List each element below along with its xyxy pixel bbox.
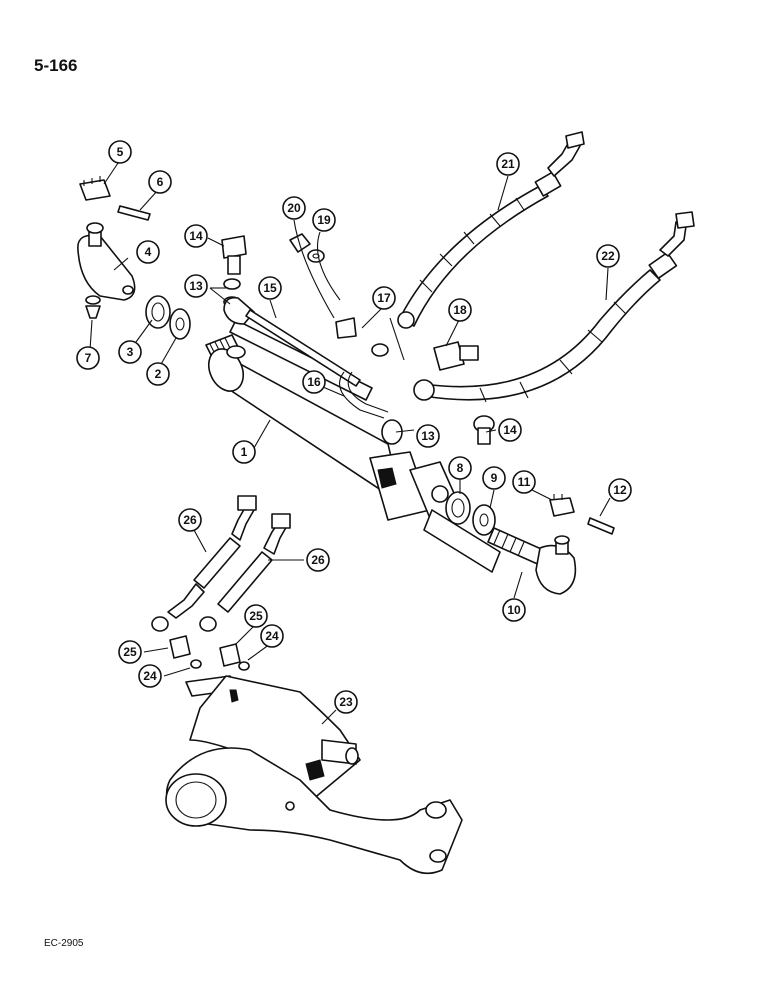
svg-text:10: 10 bbox=[507, 603, 521, 617]
svg-text:22: 22 bbox=[601, 249, 615, 263]
left-cotter-pin bbox=[117, 205, 151, 221]
upper-banjo-bolt bbox=[221, 235, 255, 325]
svg-text:24: 24 bbox=[265, 629, 279, 643]
callout-20: 20 bbox=[282, 196, 306, 220]
hose-upper bbox=[397, 131, 585, 329]
hose-lower bbox=[413, 211, 695, 403]
callout-3: 3 bbox=[118, 340, 142, 364]
svg-text:11: 11 bbox=[518, 475, 531, 489]
axle-housing bbox=[165, 675, 463, 875]
callout-1: 1 bbox=[232, 440, 256, 464]
hose-banjo-bolt bbox=[433, 341, 479, 371]
svg-text:7: 7 bbox=[85, 351, 92, 365]
svg-text:8: 8 bbox=[457, 461, 464, 475]
svg-text:23: 23 bbox=[339, 695, 353, 709]
right-castle-nut bbox=[549, 494, 575, 517]
svg-text:26: 26 bbox=[311, 553, 325, 567]
svg-text:1: 1 bbox=[241, 445, 248, 459]
svg-text:19: 19 bbox=[317, 213, 331, 227]
svg-text:4: 4 bbox=[145, 245, 152, 259]
union-left bbox=[169, 635, 191, 659]
clip-nut bbox=[289, 233, 311, 253]
svg-text:16: 16 bbox=[307, 375, 321, 389]
svg-text:26: 26 bbox=[183, 513, 197, 527]
callout-13-lower: 13 bbox=[416, 424, 440, 448]
svg-text:13: 13 bbox=[189, 279, 203, 293]
svg-text:20: 20 bbox=[287, 201, 301, 215]
callout-26-left: 26 bbox=[178, 508, 202, 532]
svg-text:24: 24 bbox=[143, 669, 157, 683]
svg-text:17: 17 bbox=[377, 291, 391, 305]
callout-8: 8 bbox=[448, 456, 472, 480]
callout-17: 17 bbox=[372, 286, 396, 310]
callout-4: 4 bbox=[136, 240, 160, 264]
callout-10: 10 bbox=[502, 598, 526, 622]
callout-2: 2 bbox=[146, 362, 170, 386]
callout-25-right: 25 bbox=[244, 604, 268, 628]
callout-6: 6 bbox=[148, 170, 172, 194]
callout-12: 12 bbox=[608, 478, 632, 502]
drawing-code: EC-2905 bbox=[44, 938, 84, 949]
svg-text:12: 12 bbox=[613, 483, 627, 497]
left-washer bbox=[169, 308, 191, 340]
svg-text:13: 13 bbox=[421, 429, 435, 443]
callout-9: 9 bbox=[482, 466, 506, 490]
left-tie-rod-end bbox=[77, 222, 136, 301]
o-ring-left bbox=[190, 659, 202, 669]
clip-washer bbox=[307, 249, 325, 263]
callout-5: 5 bbox=[108, 140, 132, 164]
right-tie-rod-end bbox=[487, 527, 577, 595]
callout-24-left: 24 bbox=[138, 664, 162, 688]
svg-text:14: 14 bbox=[503, 423, 517, 437]
callout-26-right: 26 bbox=[306, 548, 330, 572]
callout-14-upper: 14 bbox=[184, 224, 208, 248]
callout-14-lower: 14 bbox=[498, 418, 522, 442]
right-cotter-pin bbox=[587, 517, 615, 535]
svg-text:14: 14 bbox=[189, 229, 203, 243]
right-dust-seal bbox=[445, 491, 471, 525]
callout-16: 16 bbox=[302, 370, 326, 394]
callout-25-left: 25 bbox=[118, 640, 142, 664]
union-right bbox=[219, 643, 241, 667]
right-washer bbox=[472, 504, 496, 536]
svg-text:25: 25 bbox=[249, 609, 263, 623]
leader-lines bbox=[89, 159, 611, 725]
svg-text:5: 5 bbox=[117, 145, 124, 159]
callout-24-right: 24 bbox=[260, 624, 284, 648]
lower-banjo-bolt bbox=[473, 415, 495, 445]
adapter-hose-left bbox=[151, 495, 257, 632]
svg-text:15: 15 bbox=[263, 281, 277, 295]
svg-text:3: 3 bbox=[127, 345, 134, 359]
svg-text:25: 25 bbox=[123, 645, 137, 659]
svg-text:6: 6 bbox=[157, 175, 164, 189]
page-number: 5-166 bbox=[34, 56, 78, 75]
rigid-steel-pipe bbox=[245, 309, 361, 387]
svg-text:9: 9 bbox=[491, 471, 498, 485]
grease-nipple bbox=[85, 295, 101, 319]
bent-pipe bbox=[339, 343, 403, 445]
svg-text:21: 21 bbox=[501, 157, 515, 171]
svg-text:2: 2 bbox=[155, 367, 162, 381]
o-ring-right bbox=[238, 661, 250, 671]
callout-21: 21 bbox=[496, 152, 520, 176]
callout-19: 19 bbox=[312, 208, 336, 232]
callout-15: 15 bbox=[258, 276, 282, 300]
callout-13-upper: 13 bbox=[184, 274, 208, 298]
callout-11: 11 bbox=[512, 470, 536, 494]
callout-22: 22 bbox=[596, 244, 620, 268]
left-castle-nut bbox=[79, 176, 111, 201]
callout-23: 23 bbox=[334, 690, 358, 714]
callout-18: 18 bbox=[448, 298, 472, 322]
callout-7: 7 bbox=[76, 346, 100, 370]
pipe-clip bbox=[335, 317, 357, 339]
svg-text:18: 18 bbox=[453, 303, 467, 317]
